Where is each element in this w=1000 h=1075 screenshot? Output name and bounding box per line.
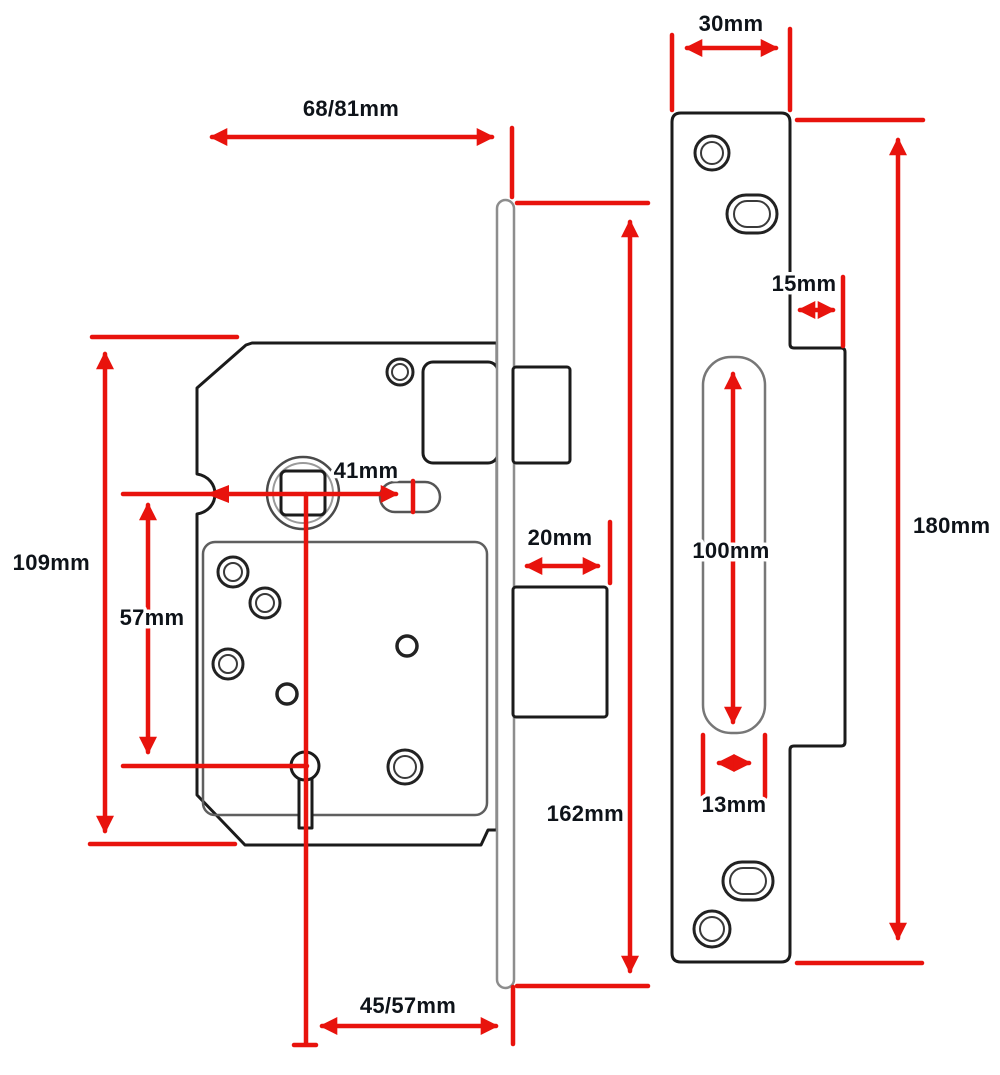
dim-follower-offset-left-arrowhead: [206, 485, 229, 503]
dim-case-width-label: 68/81mm: [303, 96, 399, 121]
plate-screw-hole-top-inner: [700, 141, 724, 165]
lock-case-view: [195, 198, 609, 990]
faceplate-strip: [495, 198, 516, 990]
panel-hole-1: [216, 555, 250, 589]
plate-oval-hole-bottom-inner: [729, 867, 767, 895]
case-inner-panel: [201, 540, 489, 817]
centrelines: [120, 491, 319, 1048]
dim-follower-keyhole: 57mm: [116, 502, 188, 755]
dim-follower-keyhole-label: 57mm: [120, 605, 185, 630]
strike-plate-outline: [670, 111, 847, 964]
plate-oval-hole-bottom: [721, 860, 775, 902]
plate-bolt-cutout: [701, 355, 767, 735]
dim-plate-length-label: 180mm: [913, 513, 990, 538]
dim-backset: 45/57mm: [319, 984, 516, 1047]
dim-follower-offset-label: 41mm: [334, 458, 399, 483]
dim-plate-width: 30mm: [669, 8, 793, 113]
follower-side-slot: [378, 480, 442, 514]
strike-plate-view: [670, 111, 847, 964]
plate-screw-hole-bottom: [692, 909, 732, 949]
dim-cutout-length-label: 100mm: [692, 538, 769, 563]
dim-follower-offset: 41mm: [120, 455, 416, 515]
plate-screw-hole-bottom-inner: [699, 916, 725, 942]
panel-hole-5: [395, 634, 419, 658]
dim-backset-label: 45/57mm: [360, 993, 456, 1018]
plate-screw-hole-top: [693, 134, 731, 172]
panel-hole-6-inner: [393, 755, 417, 779]
lock-case-outline: [195, 341, 499, 847]
panel-hole-2-inner: [255, 593, 275, 613]
dim-cutout-width: 13mm: [698, 732, 770, 821]
case-screw-hole-top-inner: [391, 363, 409, 381]
panel-hole-2: [248, 586, 282, 620]
dim-deadbolt-depth: 20mm: [524, 519, 613, 586]
latch-bolt: [511, 365, 572, 465]
dim-plate-width-label: 30mm: [699, 11, 764, 36]
dim-lip-depth-label: 15mm: [772, 271, 837, 296]
panel-hole-4: [275, 682, 299, 706]
dim-cutout-length: 100mm: [689, 371, 773, 725]
dim-plate-length: 180mm: [794, 117, 994, 966]
panel-hole-3-inner: [218, 654, 238, 674]
latch-window: [421, 360, 500, 465]
dim-faceplate-length: 162mm: [514, 200, 651, 989]
dim-cutout-width-label: 13mm: [702, 792, 767, 817]
panel-hole-1-inner: [223, 562, 243, 582]
plate-oval-hole-top: [725, 193, 779, 235]
dim-lip-depth: 15mm: [768, 268, 846, 349]
panel-hole-3: [211, 647, 245, 681]
case-screw-hole-top: [385, 357, 415, 387]
dim-case-height: 109mm: [9, 334, 240, 847]
dim-case-width: 68/81mm: [209, 93, 515, 200]
deadbolt: [511, 585, 609, 719]
dim-deadbolt-depth-label: 20mm: [528, 525, 593, 550]
dim-case-height-label: 109mm: [13, 550, 90, 575]
dim-faceplate-length-label: 162mm: [547, 801, 624, 826]
plate-oval-hole-top-inner: [733, 200, 771, 228]
panel-hole-6: [386, 748, 424, 786]
